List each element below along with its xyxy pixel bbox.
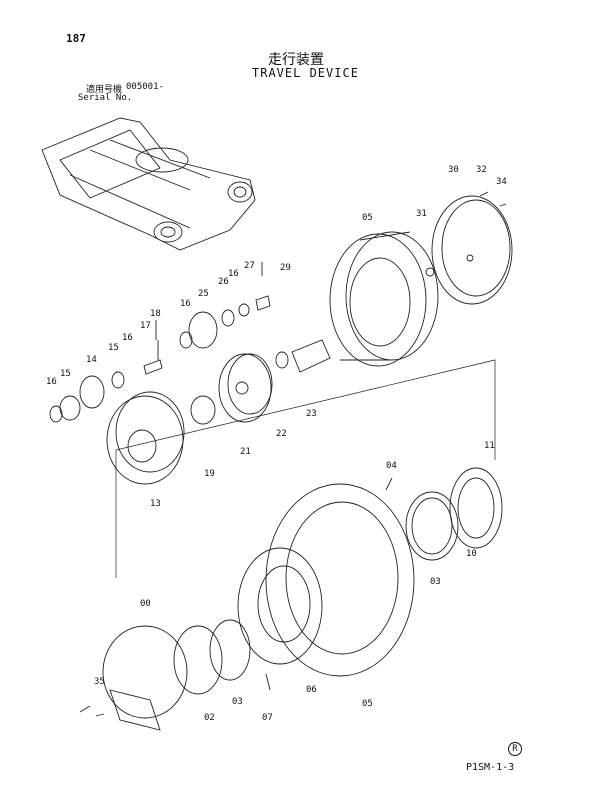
callout-16a: 16 (228, 269, 239, 279)
callout-04: 06 (306, 685, 317, 695)
part-14-gear (79, 375, 105, 409)
callout-23: 25 (198, 289, 209, 299)
callout-24: 26 (218, 277, 229, 287)
footer-code: P1SM-1-3 (466, 762, 515, 773)
part-19-gear (190, 395, 216, 425)
callout-labels: 25 26 27 29 16 16 18 17 16 15 14 15 16 1… (46, 165, 507, 723)
callout-16b: 16 (180, 299, 191, 309)
callout-03a: 03 (430, 577, 441, 587)
callout-17: 17 (140, 321, 151, 331)
callout-07: 05 (362, 213, 373, 223)
serial-label-english: Serial No. (78, 93, 133, 103)
callout-30: 31 (416, 209, 427, 219)
callout-21: 21 (240, 447, 251, 457)
title-english: TRAVEL DEVICE (252, 66, 359, 80)
part-29-cover (431, 195, 513, 305)
callout-08: 07 (262, 713, 273, 723)
callout-19: 19 (204, 469, 215, 479)
callout-16d: 16 (46, 377, 57, 387)
callout-26: 29 (280, 263, 291, 273)
callout-03b: 03 (232, 697, 243, 707)
callout-10: 10 (466, 549, 477, 559)
callout-15a: 15 (108, 343, 119, 353)
part-05-sprocket (265, 483, 415, 677)
callout-05: 05 (362, 699, 373, 709)
callout-11: 11 (484, 441, 495, 451)
callout-06: 04 (386, 461, 397, 471)
machine-thumbnail (41, 117, 256, 251)
callout-27: 23 (306, 409, 317, 419)
serial-number-value: 005001- (126, 82, 164, 92)
part-00-motor (102, 625, 223, 731)
callout-32: 34 (496, 177, 507, 187)
callout-31: 32 (476, 165, 487, 175)
callout-18: 18 (150, 309, 161, 319)
callout-14: 14 (86, 355, 97, 365)
part-21-carrier (218, 353, 273, 423)
callout-16c: 16 (122, 333, 133, 343)
title-japanese: 走行装置 (268, 52, 324, 68)
serial-label-japanese: 適用号機 (86, 85, 123, 95)
callout-34: 35 (94, 677, 105, 687)
page-number: 187 (66, 32, 86, 45)
callout-29: 30 (448, 165, 459, 175)
part-07-housing (329, 231, 439, 367)
part-27-shaft (291, 339, 331, 373)
part-04-hub (237, 547, 323, 665)
callout-15b: 15 (60, 369, 71, 379)
callout-25: 27 (244, 261, 255, 271)
part-13-carrier (106, 391, 185, 485)
callout-02: 02 (204, 713, 215, 723)
part-23-gear (188, 311, 218, 349)
registered-mark-icon: R (508, 742, 522, 756)
callout-22: 22 (276, 429, 287, 439)
callout-00: 00 (140, 599, 151, 609)
callout-13: 13 (150, 499, 161, 509)
